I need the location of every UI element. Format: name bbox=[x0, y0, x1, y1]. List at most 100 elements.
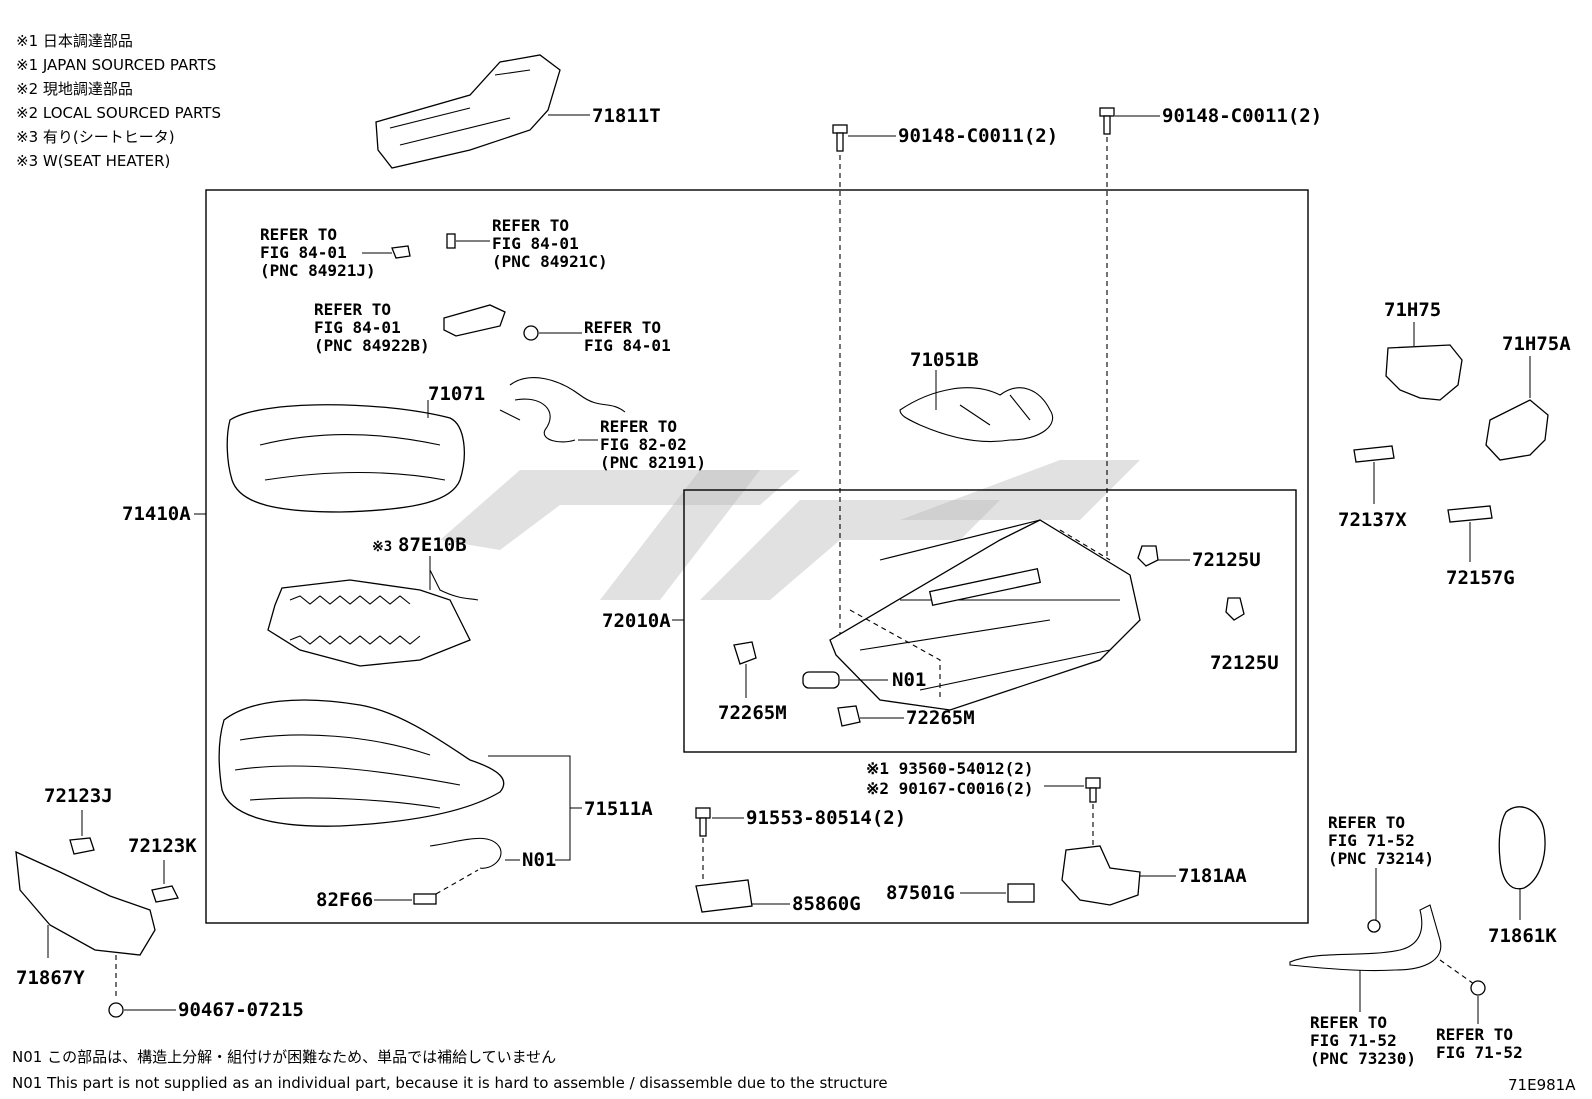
knob-71861K-part bbox=[1498, 806, 1546, 890]
label-72157G: 72157G bbox=[1446, 567, 1515, 589]
bolt-91553-part bbox=[695, 807, 744, 880]
svg-text:FIG 84-01: FIG 84-01 bbox=[492, 234, 579, 253]
svg-text:(PNC 82191): (PNC 82191) bbox=[600, 453, 706, 472]
clip-72125U-b-part bbox=[1225, 597, 1245, 621]
svg-text:FIG 84-01: FIG 84-01 bbox=[260, 243, 347, 262]
label-87E10B: 87E10B bbox=[398, 534, 467, 556]
assembly-frame bbox=[205, 189, 1309, 924]
belt-73230-part bbox=[1289, 904, 1442, 1012]
label-90167-C0016: ※2 90167-C0016(2) bbox=[866, 779, 1034, 798]
svg-text:REFER TO: REFER TO bbox=[584, 318, 661, 337]
label-90467-07215: 90467-07215 bbox=[178, 999, 304, 1021]
label-bolt-left: 90148-C0011(2) bbox=[898, 125, 1058, 147]
label-71051B: 71051B bbox=[910, 349, 979, 371]
svg-text:REFER TO: REFER TO bbox=[600, 417, 677, 436]
clip-72265M-b-part bbox=[837, 705, 904, 727]
label-82F66: 82F66 bbox=[316, 889, 373, 911]
module-85860G-part bbox=[695, 879, 753, 913]
recliner-7181AA-part bbox=[1061, 845, 1141, 906]
legend: ※1 日本調達部品 ※1 JAPAN SOURCED PARTS ※2 現地調達… bbox=[16, 32, 221, 170]
refer-84921J: REFER TO FIG 84-01 (PNC 84921J) bbox=[260, 225, 411, 280]
refer-84-01-screw: REFER TO FIG 84-01 bbox=[523, 318, 671, 355]
cover-72137X-part bbox=[1353, 445, 1395, 463]
label-71861K: 71861K bbox=[1488, 925, 1557, 947]
label-87501G: 87501G bbox=[886, 882, 955, 904]
svg-text:(PNC 84921J): (PNC 84921J) bbox=[260, 261, 376, 280]
clip-72265M-a-part bbox=[733, 641, 757, 698]
label-71H75A: 71H75A bbox=[1502, 333, 1571, 355]
cover-72157G-part bbox=[1447, 505, 1493, 523]
frame-harness-part bbox=[899, 370, 1053, 443]
connector-82F66-part bbox=[413, 893, 437, 905]
label-87E10B-prefix: ※3 bbox=[372, 539, 392, 555]
refer-71-52: REFER TO FIG 71-52 bbox=[1436, 959, 1523, 1062]
bracket-71H75A-part bbox=[1485, 399, 1549, 461]
label-71071: 71071 bbox=[428, 383, 485, 405]
label-71511A: 71511A bbox=[584, 798, 653, 820]
bolt-right-part bbox=[1099, 107, 1160, 560]
screw-90467-part bbox=[108, 955, 176, 1018]
label-72010A: 72010A bbox=[602, 610, 671, 632]
label-72123K: 72123K bbox=[128, 835, 197, 857]
svg-text:REFER TO: REFER TO bbox=[1310, 1013, 1387, 1032]
seatback-cover-part bbox=[375, 54, 561, 169]
label-72125U-a: 72125U bbox=[1192, 549, 1261, 571]
legend-line-3: ※2 現地調達部品 bbox=[16, 80, 133, 98]
svg-text:(PNC 84922B): (PNC 84922B) bbox=[314, 336, 430, 355]
refer-84921C: REFER TO FIG 84-01 (PNC 84921C) bbox=[446, 216, 608, 271]
legend-line-6: ※3 W(SEAT HEATER) bbox=[16, 152, 170, 170]
label-71H75: 71H75 bbox=[1384, 299, 1441, 321]
label-91553-80514: 91553-80514(2) bbox=[746, 807, 906, 829]
label-7181AA: 7181AA bbox=[1178, 865, 1247, 887]
svg-text:FIG 84-01: FIG 84-01 bbox=[314, 318, 401, 337]
label-71410A: 71410A bbox=[122, 503, 191, 525]
svg-text:(PNC 73230): (PNC 73230) bbox=[1310, 1049, 1416, 1068]
label-72265M-a: 72265M bbox=[718, 702, 787, 724]
side-shield-71867Y-part bbox=[15, 850, 156, 956]
seat-heater-part bbox=[267, 569, 479, 667]
legend-line-1: ※1 日本調達部品 bbox=[16, 32, 133, 50]
svg-text:FIG 71-52: FIG 71-52 bbox=[1310, 1031, 1397, 1050]
refer-82191: REFER TO FIG 82-02 (PNC 82191) bbox=[600, 417, 706, 472]
svg-text:FIG 71-52: FIG 71-52 bbox=[1436, 1043, 1523, 1062]
seat-frame-part bbox=[829, 519, 1141, 711]
clip-72123K-part bbox=[151, 885, 179, 903]
figure-code: 71E981A bbox=[1508, 1076, 1576, 1094]
label-72265M-b: 72265M bbox=[906, 707, 975, 729]
svg-text:FIG 82-02: FIG 82-02 bbox=[600, 435, 687, 454]
refer-73214: REFER TO FIG 71-52 (PNC 73214) bbox=[1328, 813, 1434, 933]
svg-text:FIG 84-01: FIG 84-01 bbox=[584, 336, 671, 355]
label-N01-cushion: N01 bbox=[522, 849, 556, 871]
svg-text:REFER TO: REFER TO bbox=[314, 300, 391, 319]
legend-line-4: ※2 LOCAL SOURCED PARTS bbox=[16, 104, 221, 122]
note-N01-japanese: N01 この部品は、構造上分解・組付けが困難なため、単品では補給していません bbox=[12, 1048, 556, 1066]
svg-text:REFER TO: REFER TO bbox=[492, 216, 569, 235]
svg-text:REFER TO: REFER TO bbox=[1328, 813, 1405, 832]
cushion-wire-part bbox=[429, 837, 502, 869]
module-87501G-part bbox=[1007, 883, 1035, 903]
bolt-93560-part bbox=[1044, 777, 1101, 850]
svg-text:(PNC 73214): (PNC 73214) bbox=[1328, 849, 1434, 868]
legend-line-2: ※1 JAPAN SOURCED PARTS bbox=[16, 56, 216, 74]
label-72125U-b: 72125U bbox=[1210, 652, 1279, 674]
note-N01-english: N01 This part is not supplied as an indi… bbox=[12, 1074, 888, 1092]
label-N01-frame: N01 bbox=[892, 669, 926, 691]
refer-73230: REFER TO FIG 71-52 (PNC 73230) bbox=[1310, 1013, 1416, 1068]
svg-text:(PNC 84921C): (PNC 84921C) bbox=[492, 252, 608, 271]
label-71867Y: 71867Y bbox=[16, 967, 85, 989]
clip-72125U-a-part bbox=[1137, 545, 1190, 567]
label-72137X: 72137X bbox=[1338, 509, 1407, 531]
svg-text:REFER TO: REFER TO bbox=[1436, 1025, 1513, 1044]
refer-84922B: REFER TO FIG 84-01 (PNC 84922B) bbox=[314, 300, 506, 355]
label-71811T: 71811T bbox=[592, 105, 661, 127]
seat-cushion-cover-part bbox=[218, 699, 505, 827]
legend-line-5: ※3 有り(シートヒータ) bbox=[16, 128, 175, 146]
label-bolt-right: 90148-C0011(2) bbox=[1162, 105, 1322, 127]
seat-cushion-pad-part bbox=[226, 404, 465, 513]
svg-text:FIG 71-52: FIG 71-52 bbox=[1328, 831, 1415, 850]
label-85860G: 85860G bbox=[792, 893, 861, 915]
clip-72123J-part bbox=[69, 837, 95, 855]
motor-N01-part bbox=[802, 671, 888, 689]
